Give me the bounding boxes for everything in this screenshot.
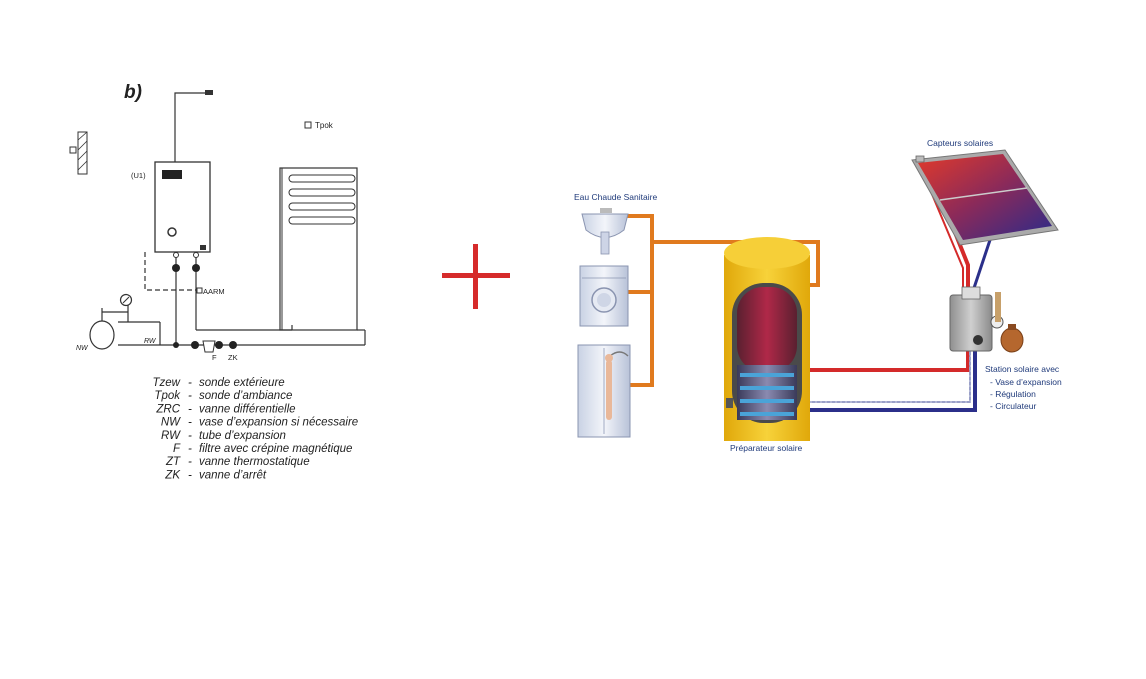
legend-key: RW [161, 430, 181, 442]
legend-description: tube d’expansion [199, 430, 286, 442]
station-feature-regulation: - Régulation [990, 389, 1036, 399]
flue-terminal [205, 90, 213, 95]
legend-description: sonde d’ambiance [199, 390, 292, 402]
legend-key: Tzew [153, 377, 181, 389]
alarm-label: AARM [203, 287, 225, 296]
alarm-icon [196, 287, 203, 294]
legend-key: NW [161, 417, 181, 429]
panel-label: b) [124, 82, 142, 103]
legend-description: vanne différentielle [199, 403, 296, 415]
outdoor-sensor [69, 131, 88, 175]
legend-separator: - [188, 443, 192, 455]
plus-operator [442, 244, 510, 309]
flue-pipe [174, 92, 212, 162]
valve-label: ZK [228, 353, 238, 362]
collectors-label: Capteurs solaires [927, 138, 993, 148]
wall-boiler [154, 161, 211, 253]
solar-collector-panel [911, 149, 1059, 246]
legend-key: ZT [165, 456, 181, 468]
filter-label: F [212, 353, 217, 362]
station-feature-circulator: - Circulateur [990, 401, 1036, 411]
legend-description: vanne d’arrêt [199, 469, 267, 481]
vessel-label: NW [76, 345, 89, 352]
legend-key: F [173, 443, 181, 455]
legend-description: sonde extérieure [199, 377, 285, 389]
sink-icon [581, 208, 629, 255]
legend-separator: - [188, 390, 192, 402]
filter-icon [202, 340, 216, 353]
boiler-tag: (U1) [131, 171, 146, 180]
heating-schematic: b) Tpok (U1) [69, 82, 366, 481]
room-sensor-icon [304, 121, 312, 129]
legend-description: vase d’expansion si nécessaire [199, 417, 358, 429]
boiler-connectors [173, 252, 199, 258]
legend-separator: - [188, 456, 192, 468]
legend-separator: - [188, 469, 192, 481]
solar-storage-tank [724, 237, 810, 441]
expansion-vessel [89, 293, 133, 350]
room-sensor-label: Tpok [315, 121, 334, 130]
legend-description: filtre avec crépine magnétique [199, 443, 352, 455]
legend-key: Tpok [154, 390, 181, 402]
legend-key: ZK [164, 469, 181, 481]
legend-separator: - [188, 430, 192, 442]
solar-station [949, 286, 1024, 353]
legend-description: vanne thermostatique [199, 456, 310, 468]
radiator [279, 167, 358, 331]
legend-key: ZRC [155, 403, 180, 415]
station-label: Station solaire avec [985, 364, 1060, 374]
washing-machine-icon [579, 265, 629, 327]
station-feature-expansion: - Vase d’expansion [990, 377, 1062, 387]
legend-separator: - [188, 417, 192, 429]
solar-diagram: Capteurs solaires Station solaire avec -… [574, 138, 1062, 453]
legend-separator: - [188, 377, 192, 389]
dhw-label: Eau Chaude Sanitaire [574, 192, 657, 202]
tank-label: Préparateur solaire [730, 443, 803, 453]
legend-separator: - [188, 403, 192, 415]
expansion-tube-label: RW [144, 338, 157, 345]
pipe-joints [172, 264, 237, 349]
shower-icon [577, 344, 631, 438]
